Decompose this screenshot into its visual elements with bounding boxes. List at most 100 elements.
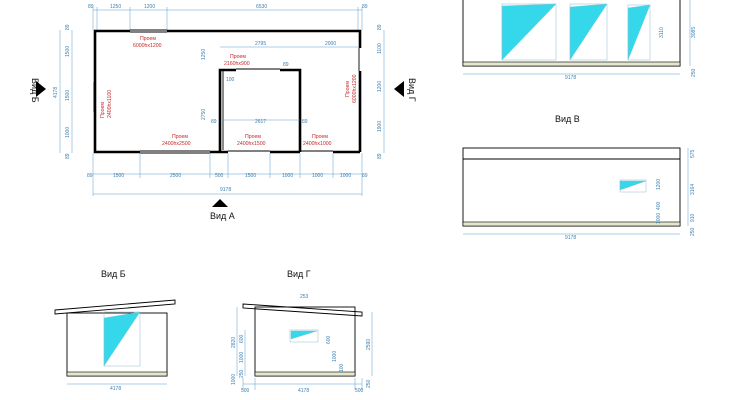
elev-g-right: 2590: [366, 339, 372, 350]
dim-bottom-0: 89: [87, 173, 93, 179]
elev-v-dim-0: 575: [690, 149, 696, 158]
elev-g-left-4: 250: [239, 369, 245, 378]
opening-1-title: Проем: [230, 54, 246, 60]
dim-top-3: 6530: [256, 4, 267, 10]
elev-g-inner-0: 600: [326, 335, 332, 344]
elev-g-bottom-0: 500: [241, 388, 250, 394]
elevation-top-right: 9178 3110 3085 250 Вид В: [462, 0, 697, 124]
elev-g-bottom-1: 4178: [298, 388, 309, 394]
dim-left-3: 1000: [65, 127, 71, 138]
elevation-view-v: 9178 575 1200 400 3164 1000 910 250: [462, 147, 696, 241]
view-g-arrow: [394, 81, 404, 97]
dim-inner-top-1: 2000: [325, 41, 336, 47]
dim-left-total: 4178: [53, 87, 59, 98]
floor-strip: [462, 221, 681, 227]
elev-v-dim-6: 250: [690, 227, 696, 236]
view-g-marker-label: Вид Г: [407, 78, 417, 102]
elevation-view-g: Вид Г 253 2820 600 1000 1000 250 600 100…: [231, 269, 373, 394]
dim-inner-5: 89: [211, 119, 217, 125]
floor-strip: [66, 371, 168, 377]
dim-top-1: 1250: [110, 4, 121, 10]
dim-inner-2: 100: [226, 77, 235, 83]
elev-g-right-small: 250: [366, 379, 372, 388]
opening-3-size: 6000hx1200: [352, 74, 358, 103]
window-glass: [627, 4, 651, 61]
opening-2-size: 2400hx1100: [107, 90, 113, 118]
view-g-title: Вид Г: [287, 269, 311, 279]
elev-top-dim-0: 3110: [659, 27, 665, 38]
elev-top-total: 9178: [565, 75, 576, 81]
opening-4-size: 2400hx2500: [162, 141, 191, 147]
dim-bottom-2: 2500: [170, 173, 181, 179]
dim-bottom-6: 1000: [312, 173, 323, 179]
dim-bottom-7: 1000: [340, 173, 351, 179]
window-glass: [501, 3, 557, 61]
dim-inner-6: 89: [302, 119, 308, 125]
dim-left-2: 1500: [65, 90, 71, 101]
dim-right-3: 1900: [377, 121, 383, 132]
dim-bottom-total: 9178: [220, 187, 231, 193]
opening-3-title: Проем: [345, 81, 351, 97]
view-v-label: Вид В: [555, 114, 580, 124]
elev-v-dim-1: 1200: [656, 179, 662, 190]
elev-g-left-0: 2820: [231, 337, 237, 348]
dim-inner-0: 1250: [201, 49, 207, 60]
elev-v-total: 9178: [565, 235, 576, 241]
elev-g-left-2: 1000: [239, 352, 245, 363]
dim-left-0: 89: [65, 24, 71, 30]
floor-strip: [254, 371, 356, 377]
elev-top-dim-2: 250: [691, 68, 697, 77]
elev-top-dim-1: 3085: [691, 27, 697, 38]
elev-g-left-1: 600: [239, 334, 245, 343]
dim-bottom-1: 1500: [113, 173, 124, 179]
window-glass: [619, 180, 647, 191]
elev-g-top: 253: [300, 294, 309, 300]
dim-right-0: 89: [377, 24, 383, 30]
dim-left-1: 1500: [65, 46, 71, 57]
elev-v-dim-3: 3164: [690, 184, 696, 195]
dim-top-4: 89: [362, 4, 368, 10]
elev-g-inner-2: 100: [339, 363, 345, 372]
opening-4-title: Проем: [172, 134, 188, 140]
dim-right-1: 1100: [377, 43, 383, 54]
window-glass: [569, 3, 608, 61]
dim-bottom-8: 89: [362, 173, 368, 179]
opening-0-size: 6000hx1200: [133, 43, 162, 49]
dim-bottom-4: 1500: [245, 173, 256, 179]
dim-left-4: 89: [65, 153, 71, 159]
opening-6-title: Проем: [312, 134, 328, 140]
dim-inner-1: 2750: [201, 109, 207, 120]
dim-inner-3: 89: [283, 62, 289, 68]
opening-0-title: Проем: [140, 36, 156, 42]
dim-right-2: 1200: [377, 81, 383, 92]
floor-plan: 89 1250 1200 6530 89 2795 2000 1500 1500…: [30, 4, 417, 221]
dim-top-0: 89: [88, 4, 94, 10]
window-glass: [103, 311, 141, 367]
view-a-label: Вид А: [210, 211, 235, 221]
view-a-arrow: [212, 199, 228, 207]
elev-v-dim-4: 1000: [656, 213, 662, 224]
elev-g-bottom-2: 500: [355, 388, 364, 394]
elevation-view-b: Вид Б 4178: [54, 269, 176, 392]
dim-top-2: 1200: [144, 4, 155, 10]
elev-v-dim-2: 400: [656, 201, 662, 210]
opening-5-title: Проем: [245, 134, 261, 140]
window-glass: [290, 330, 318, 340]
dim-inner-4: 2617: [255, 119, 266, 125]
view-b-marker-label: Вид Б: [30, 78, 40, 103]
dim-bottom-5: 1000: [282, 173, 293, 179]
view-b-arrow: [36, 81, 46, 97]
opening-2-title: Проем: [100, 102, 106, 118]
dim-inner-top-0: 2795: [255, 41, 266, 47]
opening-1-size: 2160hx900: [224, 61, 250, 67]
elev-v-dim-5: 910: [690, 213, 696, 222]
elev-g-inner-1: 1000: [332, 351, 338, 362]
floor-strip: [462, 61, 681, 67]
elev-b-total: 4178: [110, 386, 121, 392]
dim-right-4: 89: [377, 153, 383, 159]
dim-bottom-3: 500: [215, 173, 224, 179]
opening-6-size: 2400hx1000: [303, 141, 332, 147]
view-b-title: Вид Б: [101, 269, 126, 279]
opening-5-size: 2400hx1500: [237, 141, 266, 147]
